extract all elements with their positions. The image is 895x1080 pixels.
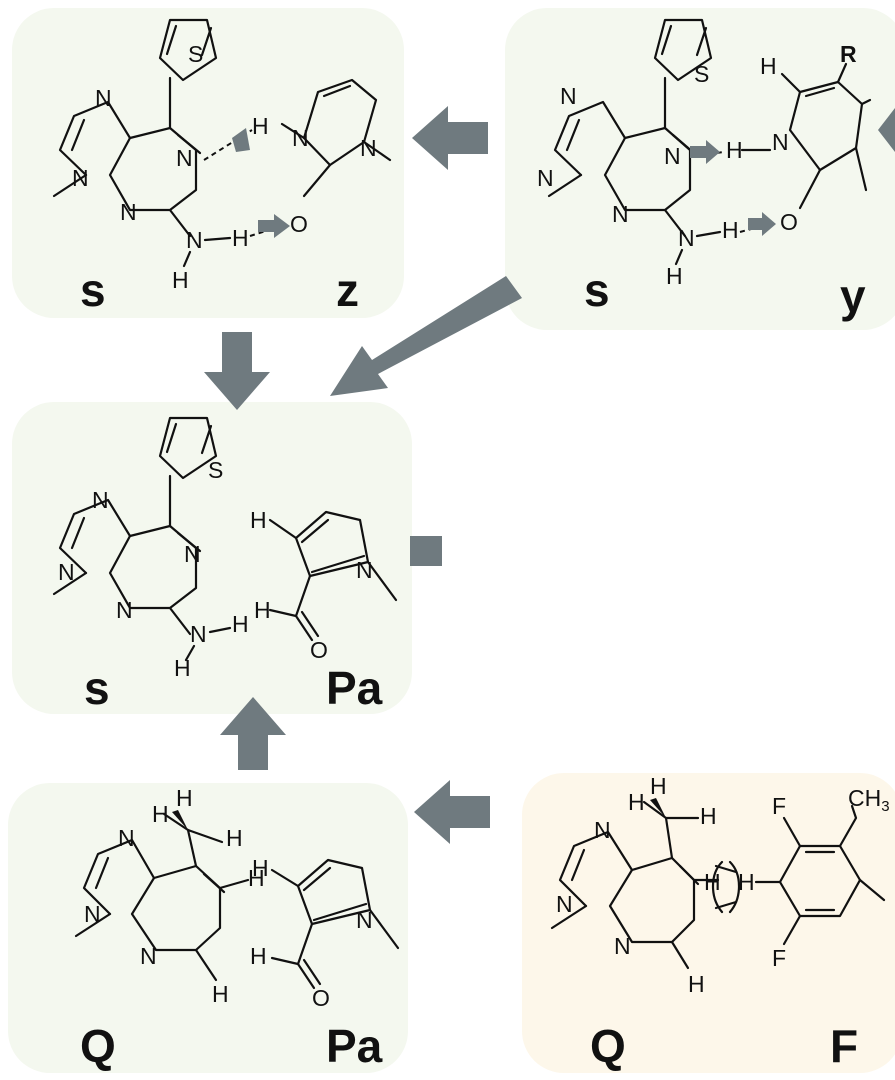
atom-n: N bbox=[356, 907, 373, 933]
atom-o: O bbox=[312, 985, 330, 1011]
atom-h: H bbox=[174, 655, 191, 681]
molecule-q-methyl-deazapurine bbox=[550, 798, 720, 970]
panel-q-pa bbox=[8, 783, 408, 1073]
atom-n: N bbox=[118, 825, 135, 851]
panel-s-y bbox=[505, 8, 895, 330]
panel-s-pa bbox=[12, 402, 412, 714]
atom-f: F bbox=[772, 793, 786, 819]
arrow-f-to-q bbox=[414, 780, 490, 844]
panel-label: s bbox=[84, 662, 110, 714]
panel-s-z bbox=[12, 8, 404, 318]
arrow-partial-edge bbox=[878, 108, 895, 152]
atom-n: N bbox=[186, 227, 203, 253]
atom-n: N bbox=[594, 817, 611, 843]
atom-n: N bbox=[58, 559, 75, 585]
molecule-pa-pyrrole-aldehyde bbox=[268, 510, 398, 642]
atom-s: S bbox=[188, 41, 203, 67]
atom-n: N bbox=[678, 225, 695, 251]
atom-n: N bbox=[120, 199, 137, 225]
atom-h: H bbox=[666, 263, 683, 289]
hbond-arrow bbox=[748, 212, 776, 236]
atom-n: N bbox=[92, 487, 109, 513]
molecule-s-thienyl-purine bbox=[52, 18, 218, 238]
atom-n: N bbox=[84, 901, 101, 927]
atom-n: N bbox=[116, 597, 133, 623]
atom-n: N bbox=[360, 135, 377, 161]
atom-h: H bbox=[738, 869, 755, 895]
atom-h: H bbox=[252, 113, 269, 139]
panel-label: Q bbox=[80, 1020, 116, 1072]
atom-n: N bbox=[556, 891, 573, 917]
atom-n: N bbox=[72, 165, 89, 191]
molecule-z-imidazolone bbox=[280, 78, 392, 198]
atom-h: H bbox=[726, 137, 743, 163]
atom-h: H bbox=[172, 267, 189, 293]
panel-label: s bbox=[80, 264, 106, 316]
atom-n: N bbox=[176, 145, 193, 171]
atom-n: N bbox=[772, 129, 789, 155]
atom-n: N bbox=[95, 85, 112, 111]
atom-o: O bbox=[310, 637, 328, 663]
hbond-arrow bbox=[690, 140, 720, 164]
atom-n: N bbox=[140, 943, 157, 969]
panel-label: s bbox=[584, 264, 610, 316]
molecule-q-methyl-deazapurine bbox=[74, 810, 250, 982]
atom-n: N bbox=[190, 621, 207, 647]
atom-h: H bbox=[250, 943, 267, 969]
atom-h: H bbox=[176, 785, 193, 811]
atom-s: S bbox=[694, 61, 709, 87]
atom-n: N bbox=[612, 201, 629, 227]
atom-h: H bbox=[254, 597, 271, 623]
molecule-y-pyridone bbox=[740, 62, 872, 210]
atom-h: H bbox=[226, 825, 243, 851]
steric-clash-mark bbox=[711, 860, 741, 914]
molecule-f-difluorotoluene bbox=[754, 804, 886, 946]
atom-n: N bbox=[537, 165, 554, 191]
atom-o: O bbox=[290, 211, 308, 237]
arrow-q-to-pa bbox=[220, 697, 286, 770]
hbond-arrow bbox=[258, 214, 290, 238]
atom-h: H bbox=[248, 865, 265, 891]
atom-h: H bbox=[232, 611, 249, 637]
atom-h: H bbox=[700, 803, 717, 829]
atom-o: O bbox=[780, 209, 798, 235]
atom-n: N bbox=[560, 83, 577, 109]
atom-n: N bbox=[356, 557, 373, 583]
panel-label: Pa bbox=[326, 662, 383, 714]
atom-h: H bbox=[650, 773, 667, 799]
arrow-y-to-pa bbox=[330, 276, 522, 396]
atom-s: S bbox=[208, 457, 223, 483]
marker-square bbox=[410, 536, 442, 566]
atom-r: R bbox=[840, 41, 857, 67]
atom-h: H bbox=[760, 53, 777, 79]
panel-label: z bbox=[336, 264, 359, 316]
atom-h: H bbox=[212, 981, 229, 1007]
atom-f: F bbox=[772, 945, 786, 971]
hbond-arrow bbox=[232, 128, 250, 152]
arrow-z-to-pa bbox=[204, 332, 270, 410]
atom-h: H bbox=[722, 217, 739, 243]
atom-h: H bbox=[250, 507, 267, 533]
arrow-y-to-z bbox=[412, 106, 488, 170]
atom-n: N bbox=[664, 143, 681, 169]
atom-h: H bbox=[628, 789, 645, 815]
atom-h: H bbox=[252, 855, 269, 881]
atom-n: N bbox=[614, 933, 631, 959]
panel-label: Pa bbox=[326, 1020, 383, 1072]
molecule-pa-pyrrole-aldehyde bbox=[270, 858, 400, 990]
molecule-s-thienyl-purine bbox=[52, 416, 218, 636]
panel-label: Q bbox=[590, 1020, 626, 1072]
panel-label: y bbox=[840, 270, 866, 322]
atom-h: H bbox=[152, 801, 169, 827]
atom-n: N bbox=[184, 541, 201, 567]
panel-label: F bbox=[830, 1020, 858, 1072]
methyl-group: CH3 bbox=[848, 785, 890, 815]
atom-h: H bbox=[232, 225, 249, 251]
atom-h: H bbox=[688, 971, 705, 997]
panel-q-f bbox=[522, 773, 895, 1073]
atom-n: N bbox=[292, 125, 309, 151]
